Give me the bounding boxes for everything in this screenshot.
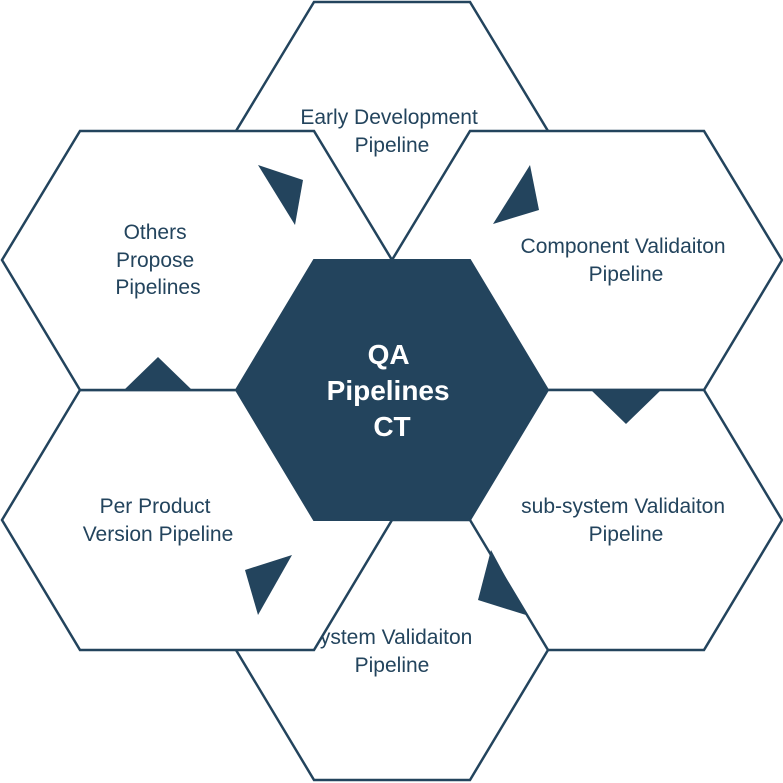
hex-component-validation-label: Component Validaiton Pipeline (521, 235, 732, 286)
label-line: Propose (116, 249, 194, 272)
label-line: Pipeline (589, 263, 664, 286)
hex-center-shape (234, 259, 550, 521)
center-label-line: CT (373, 411, 410, 442)
label-line: Pipelines (115, 276, 200, 299)
connector-triangle-early-to-others (258, 165, 303, 225)
hex-others-propose-label: Others Propose Pipelines (115, 221, 200, 299)
label-line: Pipeline (589, 523, 664, 546)
label-line: Component Validaiton (521, 235, 726, 258)
hex-center-label: QA Pipelines CT (327, 339, 458, 442)
center-label-line: QA (368, 339, 410, 370)
hex-center: QA Pipelines CT (234, 259, 550, 521)
label-line: Per Product (100, 495, 211, 518)
connector-triangle-subsystem-to-component (591, 390, 661, 424)
label-line: Pipeline (355, 134, 430, 157)
connector-triangle-others-to-perproduct (124, 357, 192, 390)
label-line: Pipeline (355, 654, 430, 677)
hex-subsystem-validation-label: sub-system Validaiton Pipeline (521, 495, 731, 546)
hex-per-product-version-label: Per Product Version Pipeline (83, 495, 234, 546)
label-line: sub-system Validaiton (521, 495, 725, 518)
label-line: System Validaiton (306, 626, 473, 649)
connector-triangle-system-to-subsystem (478, 550, 526, 615)
connector-triangle-component-to-early (493, 165, 539, 224)
label-line: Others (124, 221, 187, 244)
hex-system-validation-label: System Validaiton Pipeline (306, 626, 478, 677)
hex-early-development-label: Early Development Pipeline (300, 106, 483, 157)
center-label-line: Pipelines (327, 375, 450, 406)
connector-triangle-perproduct-to-system (245, 555, 292, 615)
label-line: Version Pipeline (83, 523, 234, 546)
label-line: Early Development (300, 106, 478, 129)
